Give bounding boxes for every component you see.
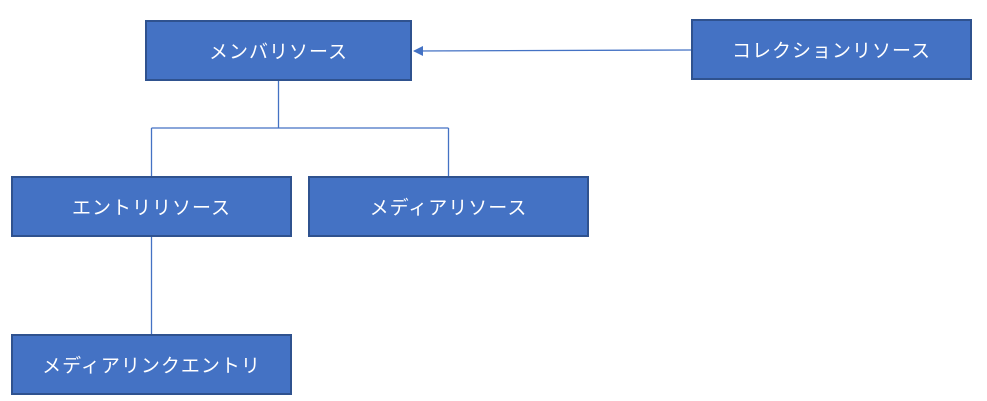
node-member-resource-label: メンバリソース	[208, 41, 349, 63]
node-media-resource-label: メディアリソース	[369, 197, 528, 219]
node-entry-resource-label: エントリリソース	[71, 197, 232, 219]
node-collection-resource-label: コレクションリソース	[731, 40, 932, 62]
node-entry-resource: エントリリソース	[11, 176, 292, 237]
node-media-link-entry: メディアリンクエントリ	[11, 334, 292, 395]
node-media-link-entry-label: メディアリンクエントリ	[42, 355, 261, 377]
node-collection-resource: コレクションリソース	[691, 19, 972, 80]
node-media-resource: メディアリソース	[308, 176, 589, 237]
edge-collection-to-member-arrow	[413, 45, 692, 56]
node-member-resource: メンバリソース	[145, 20, 412, 81]
